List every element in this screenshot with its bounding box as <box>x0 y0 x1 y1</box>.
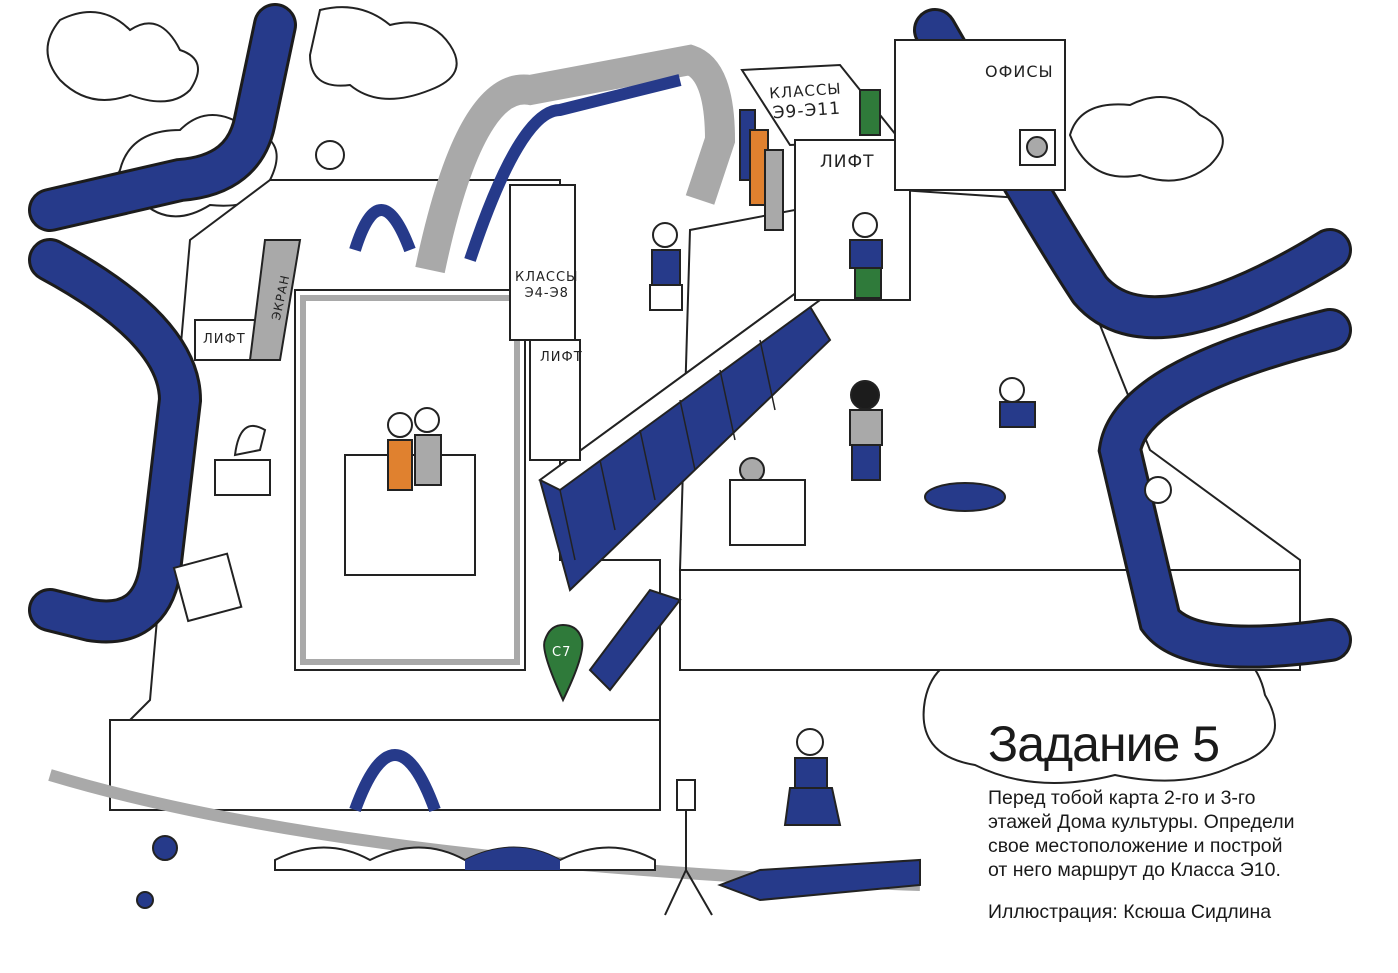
tube-2 <box>31 241 200 641</box>
label-offices: ОФИСЫ <box>985 62 1054 81</box>
task-description: Перед тобой карта 2-го и 3-го этажей Дом… <box>988 786 1295 882</box>
snail <box>136 835 178 909</box>
pencil <box>717 858 921 902</box>
label-lift-left: ЛИФТ <box>203 332 246 347</box>
boy-peeking <box>1144 476 1172 504</box>
label-lift-top: ЛИФТ <box>820 152 875 172</box>
dice <box>172 552 243 623</box>
label-classes-e4-e8: КЛАССЫ Э4-Э8 <box>515 270 579 303</box>
tube-4 <box>1100 311 1349 666</box>
spiral-staircase <box>415 44 736 274</box>
illustration-credit: Иллюстрация: Ксюша Сидлина <box>988 901 1272 923</box>
task-panel: Задание 5 Перед тобой карта 2-го и 3-го … <box>988 716 1295 924</box>
arch-bottom <box>349 749 441 813</box>
person-tape <box>849 380 883 481</box>
label-classes-e9-e11: КЛАССЫ Э9-Э11 <box>769 80 844 125</box>
label-classes-range: Э4-Э8 <box>524 286 569 302</box>
person-reading <box>729 457 806 546</box>
box-classes-e4-e8 <box>509 184 576 341</box>
person-lift <box>849 212 883 299</box>
marker-pin <box>543 623 584 703</box>
task-title: Задание 5 <box>988 716 1220 772</box>
description-line: от него маршрут до Класса Э10. <box>988 859 1281 881</box>
girl-on-pencil <box>783 728 842 826</box>
cloud-right <box>1068 96 1224 182</box>
rug <box>924 482 1006 512</box>
horse-statue <box>214 424 271 496</box>
description-line: Перед тобой карта 2-го и 3-го <box>988 787 1256 809</box>
description-line: свое местоположение и построй <box>988 835 1283 857</box>
box-lift-middle <box>529 339 581 461</box>
main-staircase <box>538 288 832 692</box>
person-top <box>315 140 345 170</box>
cloud-top-left <box>46 11 199 103</box>
tripod-camera <box>664 779 713 916</box>
person-girl-stairs <box>649 222 683 311</box>
people-atrium <box>387 407 442 491</box>
tube-1 <box>31 6 294 229</box>
description-line: этажей Дома культуры. Определи <box>988 811 1295 833</box>
marker-label: С7 <box>552 645 572 660</box>
label-lift-middle: ЛИФТ <box>540 350 583 365</box>
box-lift-top <box>794 139 911 301</box>
arch-top <box>349 204 416 253</box>
box-screen <box>248 239 302 361</box>
label-classes-line1: КЛАССЫ <box>515 270 579 285</box>
cloud-top <box>308 6 458 100</box>
person-kneeling <box>999 377 1036 428</box>
